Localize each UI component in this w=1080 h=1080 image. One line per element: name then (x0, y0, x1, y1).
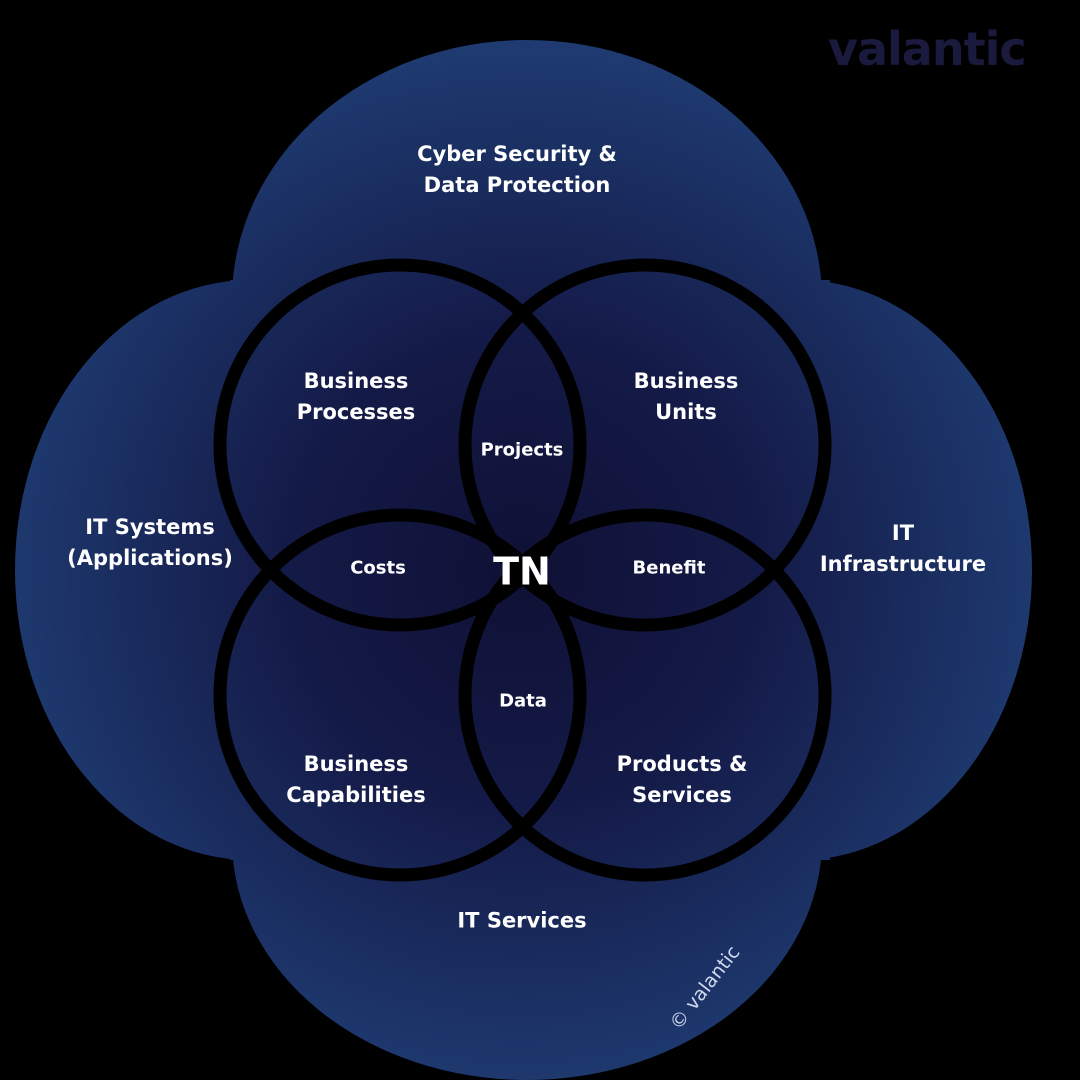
inner-circles (213, 258, 832, 882)
outer-lobes (15, 40, 1032, 1080)
label-data: Data (499, 690, 547, 712)
label-projects: Projects (480, 439, 564, 461)
label-it-infrastructure: IT Infrastructure (819, 521, 987, 576)
label-business-units: Business Units (633, 369, 739, 424)
label-it-services: IT Services (457, 908, 587, 933)
label-benefit: Benefit (632, 557, 706, 579)
label-business-capabilities: Business Capabilities (286, 752, 426, 807)
label-products-services: Products & Services (616, 752, 748, 807)
label-business-processes: Business Processes (296, 369, 416, 424)
label-cyber-security: Cyber Security & Data Protection (417, 142, 617, 197)
valantic-logo: valantic (828, 22, 1027, 76)
label-tn-center: TN (493, 549, 551, 594)
label-costs: Costs (350, 557, 406, 579)
label-it-systems: IT Systems (Applications) (67, 515, 233, 570)
